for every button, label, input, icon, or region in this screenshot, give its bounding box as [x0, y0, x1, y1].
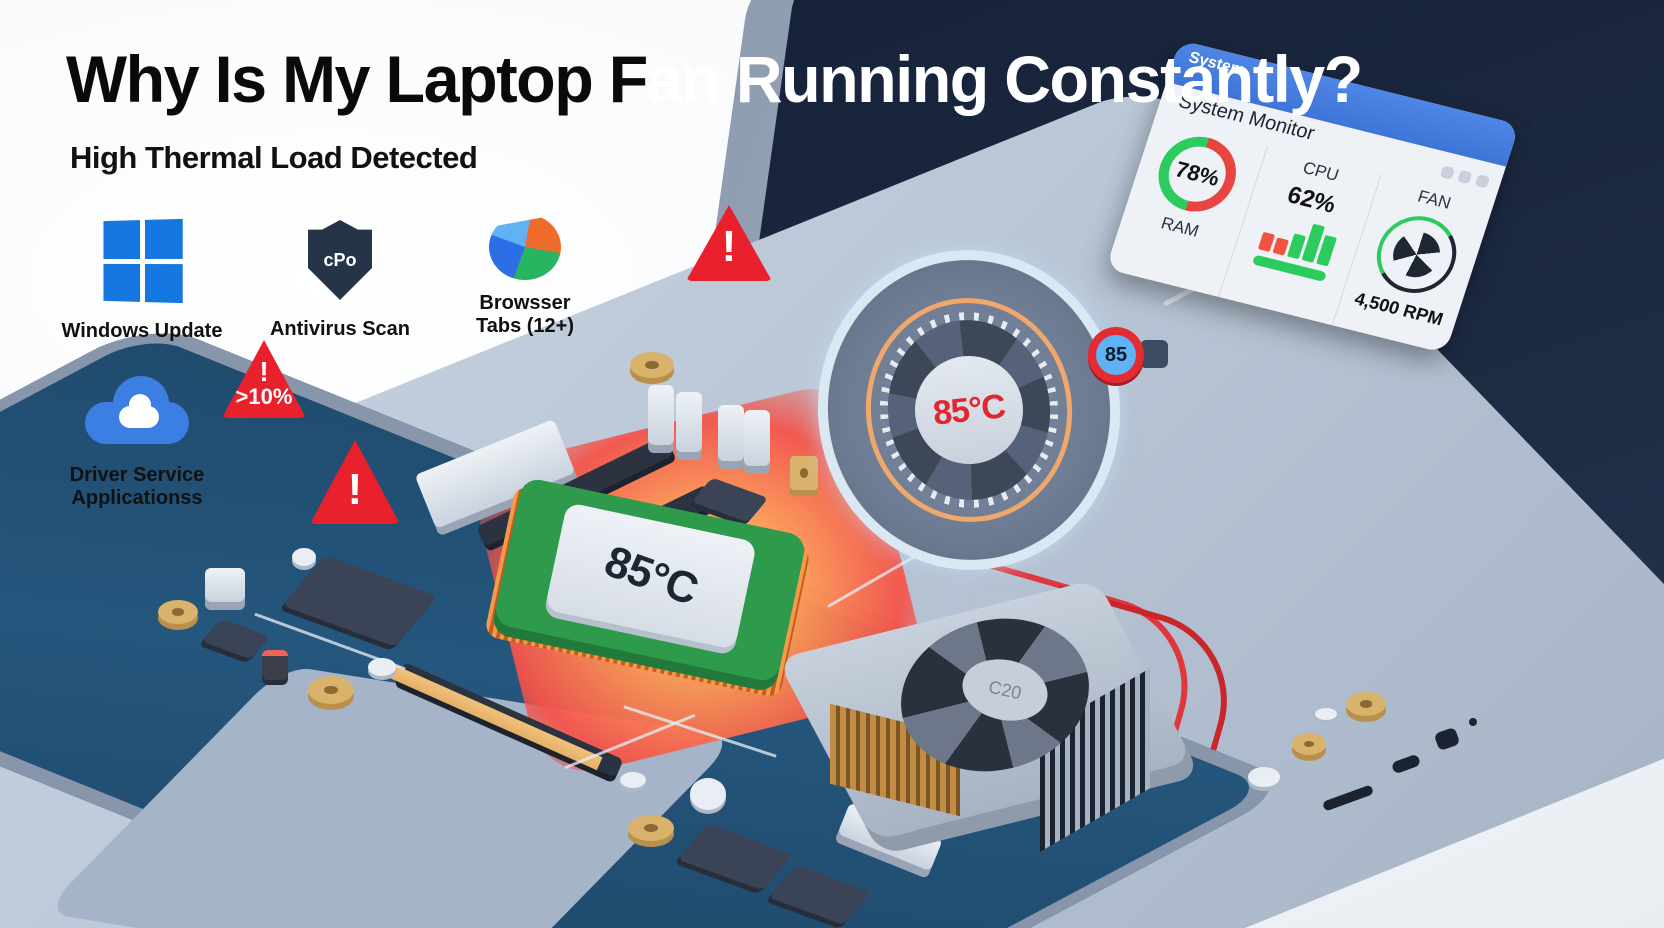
cause-label-line1: Driver Service: [69, 464, 205, 486]
minimize-button[interactable]: [1439, 165, 1456, 180]
warning-mark: !: [721, 222, 737, 271]
temperature-badge: 85: [1088, 327, 1144, 383]
cause-antivirus-scan: cPo Antivirus Scan: [270, 220, 410, 341]
maximize-button[interactable]: [1457, 169, 1473, 185]
capacitor-bank: [648, 385, 674, 445]
window-controls: [1439, 165, 1490, 189]
cause-windows-update: Windows Update: [61, 218, 223, 343]
title-light-part: an Running Constantly?: [646, 42, 1363, 116]
standoff: [1346, 692, 1386, 716]
cause-label-line2: Applicationss: [71, 487, 203, 509]
temperature-badge-value: 85: [1096, 335, 1136, 375]
cause-label-line1: Browsser: [479, 292, 571, 314]
capacitor-bank: [676, 392, 702, 452]
fan-rpm: 4,500 RPM: [1352, 288, 1446, 330]
badge-plug: [1140, 340, 1168, 368]
standoff: [308, 676, 354, 704]
solder-dot: [368, 658, 396, 676]
title-dark-part: Why Is My Laptop F: [66, 42, 648, 116]
capacitor-bank: [718, 405, 744, 461]
standoff: [628, 815, 674, 841]
warning-percent: >10%: [235, 384, 293, 409]
fan-icon: [1387, 227, 1446, 283]
red-led: [262, 650, 288, 680]
standoff: [1292, 733, 1326, 755]
solder-dot: [690, 778, 726, 810]
warning-mark: !: [259, 356, 269, 387]
close-button[interactable]: [1474, 174, 1490, 189]
cause-browser-tabs: Browsser Tabs (12+): [470, 214, 580, 338]
cpu-temperature: 85°C: [598, 536, 704, 615]
fan-speed-ring: [1366, 207, 1467, 302]
cause-driver-service: Driver Service Applicationss: [62, 376, 212, 510]
cooler-hub-label: C20: [986, 676, 1024, 703]
antivirus-shield-icon: cPo: [308, 220, 372, 300]
solder-dot: [1315, 708, 1337, 720]
fan-label: FAN: [1415, 186, 1454, 213]
fan-temperature: 85°C: [931, 386, 1007, 433]
standoff: [630, 352, 674, 378]
solder-dot: [292, 548, 316, 566]
audio-jack: [1469, 718, 1477, 726]
solder-dot: [1248, 767, 1280, 787]
subtitle: High Thermal Load Detected: [70, 140, 478, 175]
capacitor-bank: [744, 410, 770, 466]
page-title: Why Is My Laptop Fan Running Constantly?: [66, 46, 1363, 112]
ram-value: 78%: [1172, 156, 1223, 191]
ram-label: RAM: [1158, 213, 1202, 241]
cpu-label: CPU: [1300, 158, 1342, 185]
cause-label-line2: Tabs (12+): [476, 315, 574, 337]
cloud-icon: [85, 376, 189, 444]
windows-logo-icon: [103, 218, 183, 304]
standoff: [158, 600, 198, 624]
browser-icon: [489, 214, 561, 280]
shield-text: cPo: [323, 249, 357, 270]
solder-dot: [620, 772, 646, 788]
cause-label: Antivirus Scan: [269, 318, 411, 340]
cause-label: Windows Update: [61, 320, 223, 342]
cpu-bar: [1272, 237, 1290, 256]
warning-mark: !: [347, 465, 363, 514]
ram-donut-chart: 78%: [1148, 128, 1246, 220]
white-block: [205, 568, 245, 602]
standoff: [790, 456, 818, 490]
